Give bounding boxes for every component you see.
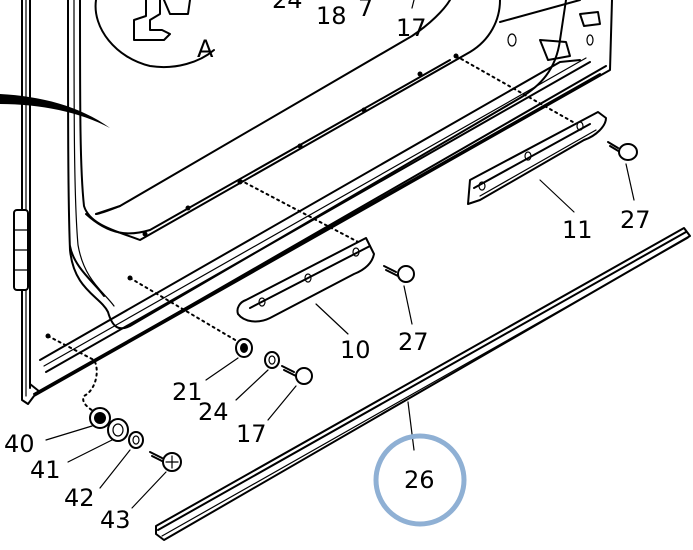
nut-40 <box>89 407 111 429</box>
door-inner-contour <box>67 0 567 330</box>
callout-27-right: 27 <box>620 206 651 234</box>
callout-21: 21 <box>172 378 203 406</box>
screw-27-right <box>607 141 638 161</box>
leader-dashes <box>47 55 581 415</box>
callout-27-mid: 27 <box>398 328 429 356</box>
callout-24-top: 24 <box>272 0 303 14</box>
callout-26: 26 <box>404 466 435 494</box>
callout-24: 24 <box>198 398 229 426</box>
door-stripe <box>0 94 110 128</box>
screw-27-mid <box>383 265 415 283</box>
detail-a-label: A <box>197 35 214 63</box>
trim-strip-11 <box>467 111 607 205</box>
callout-17: 17 <box>236 420 267 448</box>
mounting-holes <box>45 53 459 339</box>
callout-17-top: 17 <box>396 14 427 42</box>
highlight-circle <box>373 433 467 527</box>
grommet-41 <box>107 418 129 442</box>
hinge <box>13 209 29 291</box>
callout-43: 43 <box>100 506 131 534</box>
detail-a <box>94 0 215 68</box>
screw-43 <box>149 451 182 472</box>
callout-41: 41 <box>30 456 61 484</box>
callout-40: 40 <box>4 430 35 458</box>
callout-10: 10 <box>340 336 371 364</box>
callout-18-top: 18 <box>316 2 347 30</box>
callout-11: 11 <box>562 216 593 244</box>
weatherstrip-26 <box>155 227 691 541</box>
screw-17 <box>281 365 313 385</box>
washer-21 <box>235 338 253 358</box>
door-upper-right <box>499 0 601 61</box>
trim-strip-10 <box>236 237 375 323</box>
callout-7-top: 7 <box>358 0 373 22</box>
washer-24 <box>264 351 280 369</box>
callout-42: 42 <box>64 484 95 512</box>
washer-42 <box>128 431 144 449</box>
door-panel <box>21 0 613 405</box>
